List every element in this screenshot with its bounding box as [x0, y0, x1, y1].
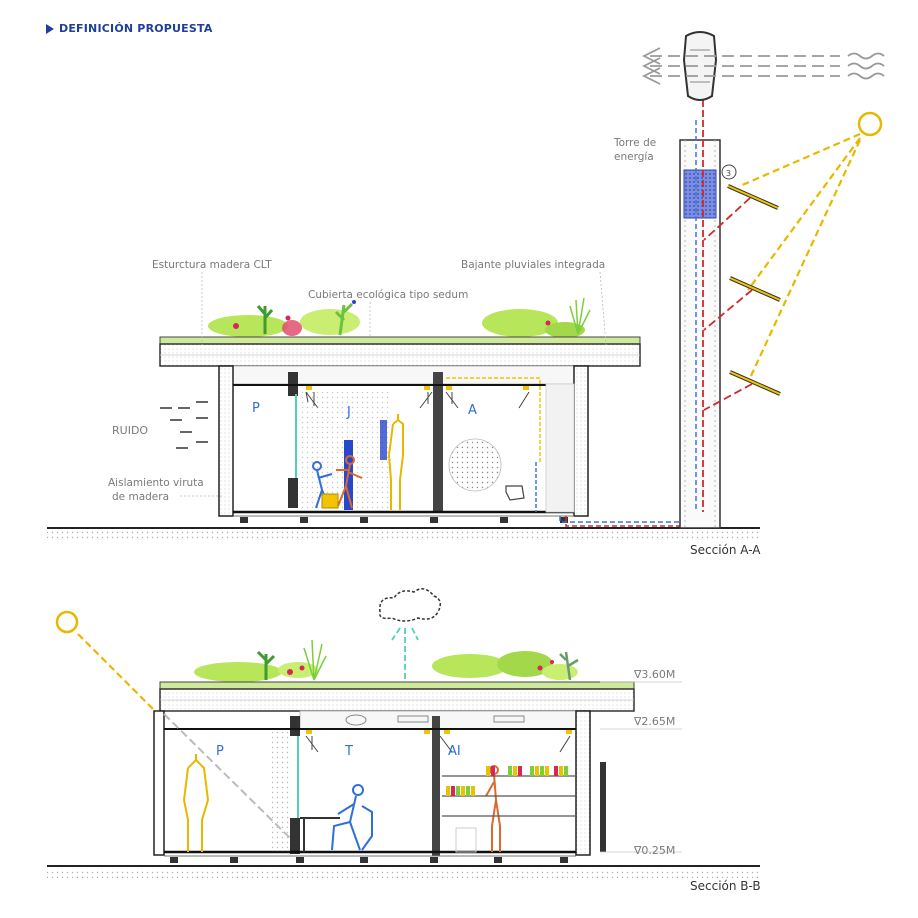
- label-estructura: Esturctura madera CLT: [152, 259, 272, 271]
- solar-panel-icon: [727, 184, 781, 396]
- toilet-icon: [505, 485, 525, 501]
- sun-icon-b: [55, 610, 79, 634]
- room-letter-p-b: P: [216, 744, 224, 759]
- noise-lines: [160, 401, 208, 449]
- caption-section-a: Sección A-A: [690, 543, 761, 557]
- dotted-curtain: [300, 392, 390, 510]
- cloud-icon: [379, 588, 441, 622]
- green-roof-vegetation-b: [194, 639, 579, 682]
- label-aislamiento-2: de madera: [112, 491, 169, 503]
- battery-block: [683, 169, 717, 219]
- level-marker-3-60: ∇3.60M: [633, 668, 675, 681]
- room-letter-t: T: [344, 744, 353, 759]
- figure-child-orange: [336, 455, 363, 509]
- header-title: DEFINICIÓN PROPUESTA: [59, 22, 213, 35]
- ground-line-a: [47, 527, 760, 540]
- caption-section-b: Sección B-B: [690, 879, 761, 893]
- walls-b: [153, 710, 606, 863]
- figure-seated-blue: [331, 784, 373, 851]
- label-bajante: Bajante pluviales integrada: [461, 259, 605, 271]
- figure-standing-orange: [485, 765, 501, 852]
- sun-icon: [857, 111, 883, 137]
- triangle-bullet-icon: [46, 23, 54, 34]
- wind-turbine-icon: [682, 31, 718, 101]
- roof-slab-b: [159, 681, 635, 730]
- label-torre-1: Torre de: [613, 137, 656, 149]
- room-letter-p-a: P: [252, 401, 260, 416]
- bookshelf: [442, 766, 576, 853]
- section-b-b: P T AI ∇3.60M ∇2.65M ∇0.25M Sección B-B: [47, 588, 761, 893]
- green-roof-vegetation-a: [208, 297, 591, 338]
- room-letter-j: J: [346, 405, 351, 420]
- toy-block: [321, 493, 339, 509]
- label-ruido: RUIDO: [112, 424, 148, 437]
- wind-icon: [641, 47, 885, 85]
- room-letter-ai: AI: [448, 744, 461, 759]
- ground-line-b: [47, 865, 760, 878]
- label-cubierta: Cubierta ecológica tipo sedum: [308, 289, 468, 301]
- section-header: DEFINICIÓN PROPUESTA: [46, 22, 213, 35]
- figure-adult-yellow: [387, 414, 404, 510]
- energy-tower: 3: [679, 100, 737, 529]
- figure-standing-yellow: [182, 754, 210, 852]
- roof-slab-a: [159, 336, 641, 385]
- label-aislamiento-1: Aislamiento viruta: [108, 477, 204, 489]
- desk: [300, 817, 340, 852]
- label-torre-2: energía: [614, 151, 654, 163]
- section-a-a: P J A Esturctura madera CLT Cubierta eco…: [47, 31, 885, 557]
- level-marker-2-65: ∇2.65M: [633, 715, 675, 728]
- room-letter-a: A: [468, 403, 477, 418]
- round-mirror: [448, 438, 502, 492]
- level-marker-0-25: ∇0.25M: [633, 844, 675, 857]
- walls-a: [218, 365, 589, 523]
- svg-text:3: 3: [726, 169, 731, 178]
